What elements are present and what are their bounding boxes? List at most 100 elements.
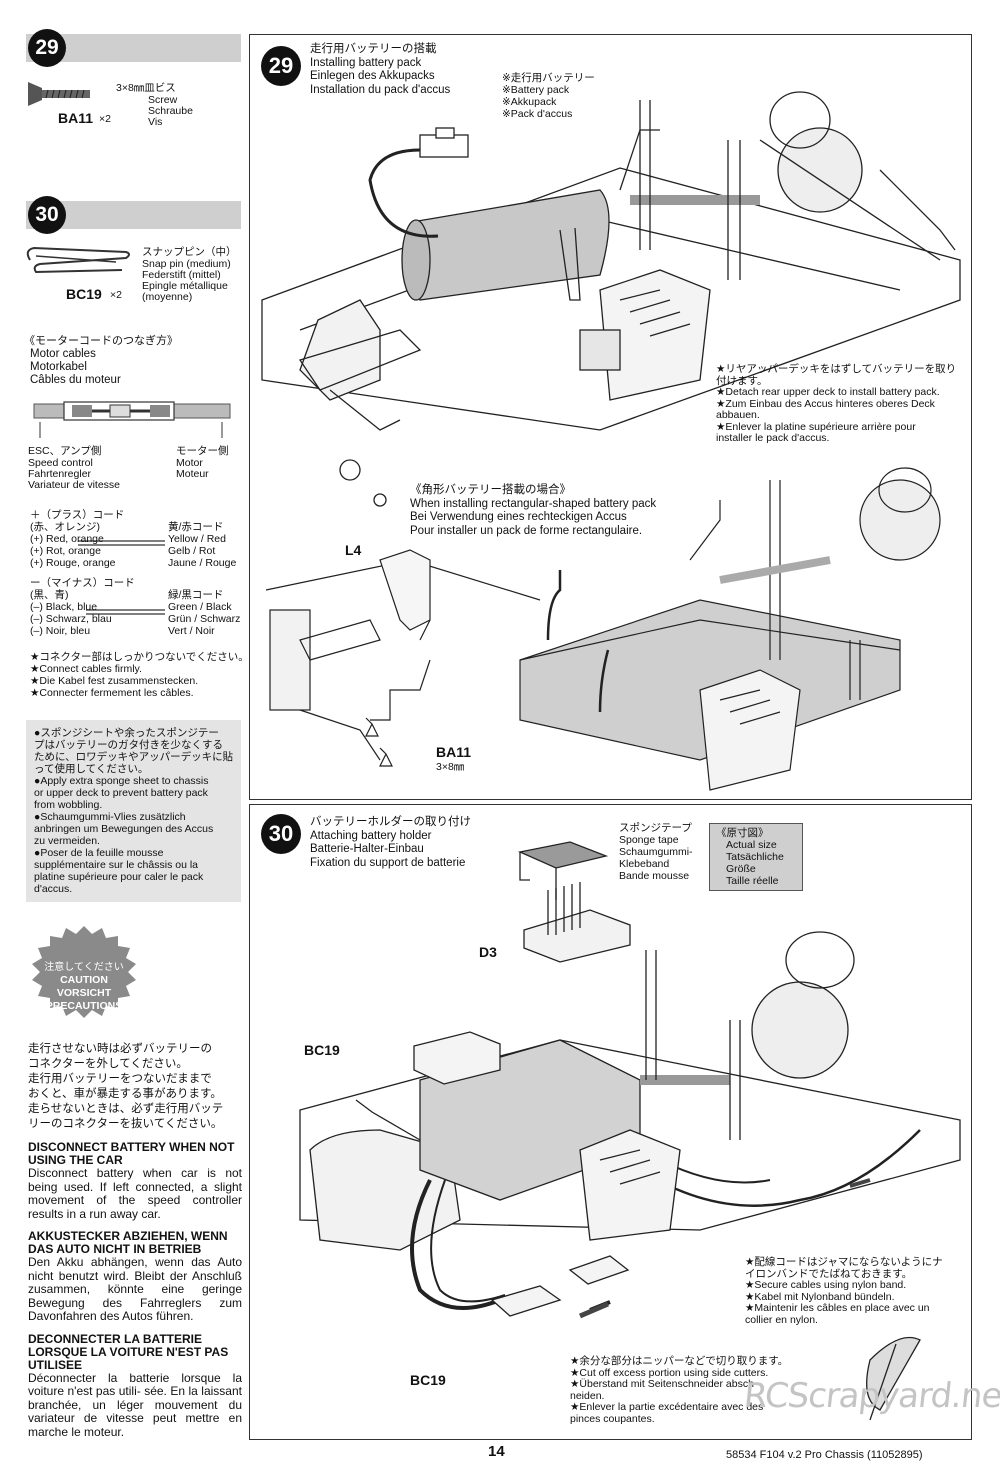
step29-note-jp2: 付けます。 [716,374,768,387]
bc19-fr: Epingle métallique [142,280,228,292]
step29-note-de2: abbauen. [716,409,760,421]
caution-jp-line: リーのコネクターを抜いてください。 [28,1118,223,1130]
yellow-cable-en: Yellow / Red [168,533,226,545]
sponge-note-line: ●スポンジシートや余ったスポンジテー [34,727,219,739]
bc19-jp: スナップピン（中） [142,246,237,258]
motor-cables-de: Motorkabel [30,361,87,373]
step29-note-fr2: installer le pack d'accus. [716,432,830,444]
cut-de2: neiden. [570,1389,605,1402]
step29-note-en: ★Detach rear upper deck to install batte… [716,386,940,398]
bc19-qty: ×2 [110,289,122,301]
minus-cable-de: (–) Schwarz, blau [30,613,112,625]
sponge-note-line: anbringen um Bewegungen des Accus [34,823,214,835]
sponge-de1: Schaumgummi- [619,846,693,858]
motor-cables-fr: Câbles du moteur [30,374,121,386]
caution-jp-line: 走行させない時は必ずバッテリーの [28,1043,212,1055]
nylon-band-note: ★配線コードはジャマにならないようにナ イロンバンドでたばねておきます。 ★Se… [745,1256,943,1326]
rect-jp: 《角形バッテリー搭載の場合》 [410,484,571,496]
step29-note-de1: ★Zum Einbau des Accus hinteres oberes De… [716,397,935,410]
motor-cables-jp: 《モーターコードのつなぎ方》 [24,335,178,347]
sponge-note-line: d'accus. [34,883,73,895]
ba11-jp: 3×8㎜皿ビス [116,82,176,94]
bc19-bottom-label: BC19 [410,1372,446,1388]
nylon-en: ★Secure cables using nylon band. [745,1279,907,1291]
plus-cable-en: (+) Red, orange [30,533,104,545]
ba11-fr: Vis [148,116,163,128]
cut-jp: ★余分な部分はニッパーなどで切り取ります。 [570,1355,789,1367]
caution-fr-body: Déconnecter la batterie lorsque la voitu… [28,1370,242,1439]
page-number: 14 [488,1443,505,1460]
actual-jp: 《原寸図》 [716,827,769,839]
panel30-title: バッテリーホルダーの取り付け Attaching battery holder … [310,816,471,870]
nylon-de: ★Kabel mit Nylonband bündeln. [745,1290,895,1303]
step29-note-jp1: ★リヤアッパーデッキをはずしてバッテリーを取り [716,363,957,375]
actual-size-box: 《原寸図》 Actual size Tatsächliche Größe Tai… [709,823,803,891]
bc19-top-label: BC19 [304,1042,340,1058]
connect-note-fr: ★Connecter fermement les câbles. [30,687,194,699]
motor-cables-en: Motor cables [30,348,96,360]
sponge-fr: Bande mousse [619,870,690,882]
actual-en: Actual size [726,839,777,851]
watermark: RCScrapyard.net [741,1376,1000,1416]
battery-pack-jp: ※走行用バッテリー [502,72,595,84]
connect-note-jp: ★コネクター部はしっかりつないでください。 [30,651,249,663]
sponge-note-line: or upper deck to prevent battery pack [34,787,208,799]
ba11-code: BA11 [58,110,94,126]
caution-de-title: AKKUSTECKER ABZIEHEN, WENN DAS AUTO NICH… [28,1229,228,1256]
esc-side-fr: Variateur de vitesse [28,479,121,491]
cut-excess-note: ★余分な部分はニッパーなどで切り取ります。 ★Cut off excess po… [570,1355,789,1425]
minus-cable-fr: (–) Noir, bleu [30,625,91,637]
cut-de1: ★Überstand mit Seitenschneider absch- [570,1378,758,1390]
caution-jp: 注意してください [44,962,124,973]
panel30-number-badge: 30 [261,814,301,854]
panel29-number: 29 [268,53,294,78]
esc-side-en: Speed control [28,457,93,469]
actual-de2: Größe [726,863,756,875]
caution-jp-line: 走らせないときは、必ず走行用バッテ [28,1103,224,1115]
panel30-title-en: Attaching battery holder [310,829,432,842]
sponge-note-line: ●Apply extra sponge sheet to chassis [34,775,209,787]
battery-pack-de: ※Akkupack [502,96,557,108]
step30-panel [249,804,972,1440]
panel29-title-en: Installing battery pack [310,56,422,69]
cut-fr2: pinces coupantes. [570,1412,655,1425]
connect-note-en: ★Connect cables firmly. [30,663,142,675]
step29-note: ★リヤアッパーデッキをはずしてバッテリーを取り 付けます。 ★Detach re… [716,363,957,445]
actual-fr: Taille réelle [726,875,779,887]
battery-pack-en: ※Battery pack [502,84,570,96]
caution-jp-line: おくと、車が暴走する事があります。 [28,1088,222,1100]
caution-en-title: DISCONNECT BATTERY WHEN NOT USING THE CA… [28,1140,235,1167]
sponge-note-line: ●Poser de la feuille mousse [34,847,164,859]
esc-side-de: Fahrtenregler [28,468,92,480]
minus-cable-jp: ー（マイナス）コード [30,577,135,589]
caution-text-block: 走行させない時は必ずバッテリーの コネクターを外してください。 走行用バッテリー… [28,1042,242,1439]
minus-cable-en: (–) Black, blue [30,601,98,613]
rect-fr: Pour installer un pack de forme rectangu… [410,524,643,537]
green-cable-fr: Vert / Noir [168,625,215,637]
panel29-number-badge: 29 [261,46,301,86]
sponge-note-box: ●スポンジシートや余ったスポンジテー プはバッテリーのガタ付きを少なくする ため… [26,720,241,902]
ba11-de: Schraube [148,105,193,117]
caution-en: CAUTION [60,974,108,986]
esc-side-jp: ESC、アンプ側 [28,445,102,457]
yellow-cable-fr: Jaune / Rouge [168,557,237,569]
connect-note-de: ★Die Kabel fest zusammenstecken. [30,675,199,687]
sponge-note-line: プはバッテリーのガタ付きを少なくする [34,739,223,751]
sponge-note-line: from wobbling. [34,799,103,811]
plus-cable-jp2: (赤、オレンジ) [30,521,100,533]
rect-en: When installing rectangular-shaped batte… [410,497,657,510]
sponge-note-line: ●Schaumgummi-Vlies zusätzlich [34,811,186,823]
l4-label: L4 [345,542,362,558]
sponge-de2: Klebeband [619,858,670,870]
bc19-code: BC19 [66,286,102,302]
caution-de-body: Den Akku abhängen, wenn das Auto nicht b… [28,1255,242,1323]
d3-label: D3 [479,944,497,960]
green-cable-en: Green / Black [168,601,232,613]
bc19-de: Federstift (mittel) [142,269,221,281]
panel29-title-de: Einlegen des Akkupacks [310,70,435,82]
green-cable-de: Grün / Schwarz [168,613,241,625]
sponge-note-line: platine supérieure pour caler le pack [34,871,204,883]
ba11-qty: ×2 [99,113,111,125]
cut-en: ★Cut off excess portion using side cutte… [570,1366,769,1379]
step29-number: 29 [35,36,59,59]
